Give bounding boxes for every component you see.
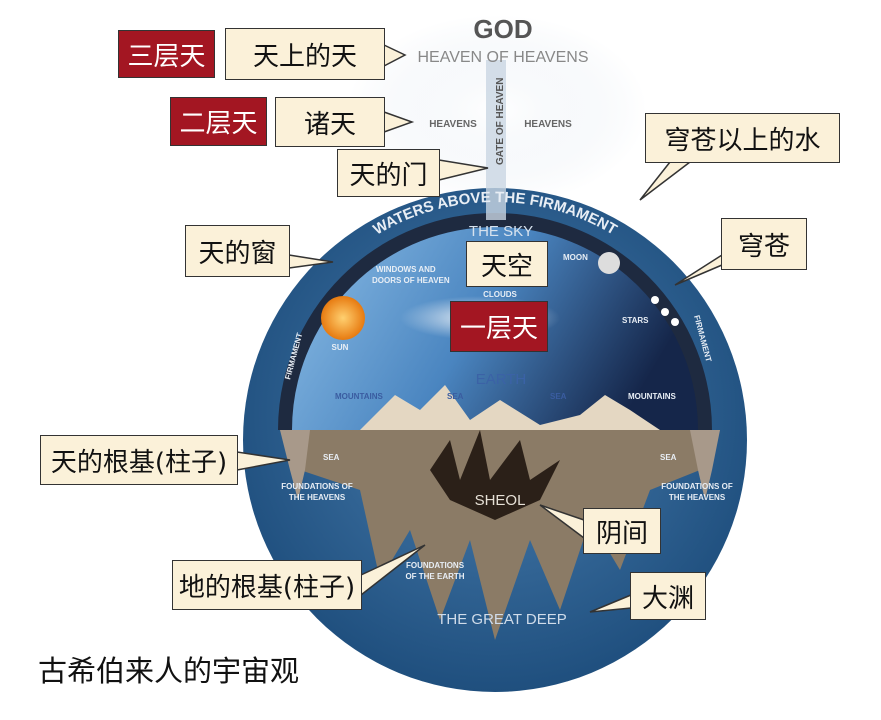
firmament-callout: 穹苍 <box>721 218 807 270</box>
sheol-label: SHEOL <box>475 492 526 509</box>
mountains-label-left: MOUNTAINS <box>335 392 384 401</box>
mountains-label-right: MOUNTAINS <box>628 392 677 401</box>
sea-label-right: SEA <box>660 453 677 462</box>
great-deep-label: THE GREAT DEEP <box>437 611 566 628</box>
clouds-label: CLOUDS <box>483 290 517 299</box>
foundations-earth-callout: 地的根基(柱子) <box>172 560 362 610</box>
stars-label: STARS <box>622 316 649 325</box>
windows-callout: 天的窗 <box>185 225 290 277</box>
moon-icon <box>598 252 620 274</box>
gate-of-heaven-label: GATE OF HEAVEN <box>495 78 506 165</box>
star-icon <box>671 318 679 326</box>
callout-tails <box>236 44 723 613</box>
waters-above-callout: 穹苍以上的水 <box>645 113 840 163</box>
great-deep-callout: 大渊 <box>630 572 706 620</box>
sea-label-1: SEA <box>447 392 464 401</box>
heaven-of-heavens-label: HEAVEN OF HEAVENS <box>418 49 589 66</box>
third-heaven-badge: 三层天 <box>118 30 215 78</box>
the-sky-label: THE SKY <box>469 223 533 240</box>
sun-label: SUN <box>332 343 349 352</box>
heavens-callout: 诸天 <box>275 97 385 147</box>
foundations-heavens-right-1: FOUNDATIONS OF <box>661 482 733 491</box>
heavens-label-left: HEAVENS <box>429 119 477 130</box>
sun-icon <box>321 296 365 340</box>
sheol-cavern <box>430 430 560 520</box>
foundations-heavens-left-2: THE HEAVENS <box>289 493 346 502</box>
star-icon <box>651 296 659 304</box>
gate-of-heaven-beam <box>486 60 506 220</box>
earth-underground <box>280 430 720 640</box>
earth-label: EARTH <box>476 371 527 388</box>
heaven-of-heavens-callout: 天上的天 <box>225 28 385 80</box>
firmament-arc <box>278 213 712 431</box>
first-heaven-badge: 一层天 <box>450 301 548 352</box>
caption: 古希伯来人的宇宙观 <box>38 654 300 688</box>
sea-label-left: SEA <box>323 453 340 462</box>
windows-label-2: DOORS OF HEAVEN <box>372 276 450 285</box>
windows-label-1: WINDOWS AND <box>376 265 436 274</box>
star-icon <box>661 308 669 316</box>
heavens-label-right: HEAVENS <box>524 119 572 130</box>
foundations-heavens-right-2: THE HEAVENS <box>669 493 726 502</box>
gate-callout: 天的门 <box>337 149 440 197</box>
second-heaven-badge: 二层天 <box>170 97 267 146</box>
foundations-heavens-left-1: FOUNDATIONS OF <box>281 482 353 491</box>
sea-label-2: SEA <box>550 392 567 401</box>
foundations-heavens-callout: 天的根基(柱子) <box>40 435 238 485</box>
sky-callout: 天空 <box>466 241 548 287</box>
mountains <box>360 385 660 430</box>
foundations-earth-1: FOUNDATIONS <box>406 561 465 570</box>
sheol-callout: 阴间 <box>583 508 661 554</box>
god-label: GOD <box>473 14 532 44</box>
moon-label: MOON <box>563 253 588 262</box>
foundations-earth-2: OF THE EARTH <box>405 572 464 581</box>
